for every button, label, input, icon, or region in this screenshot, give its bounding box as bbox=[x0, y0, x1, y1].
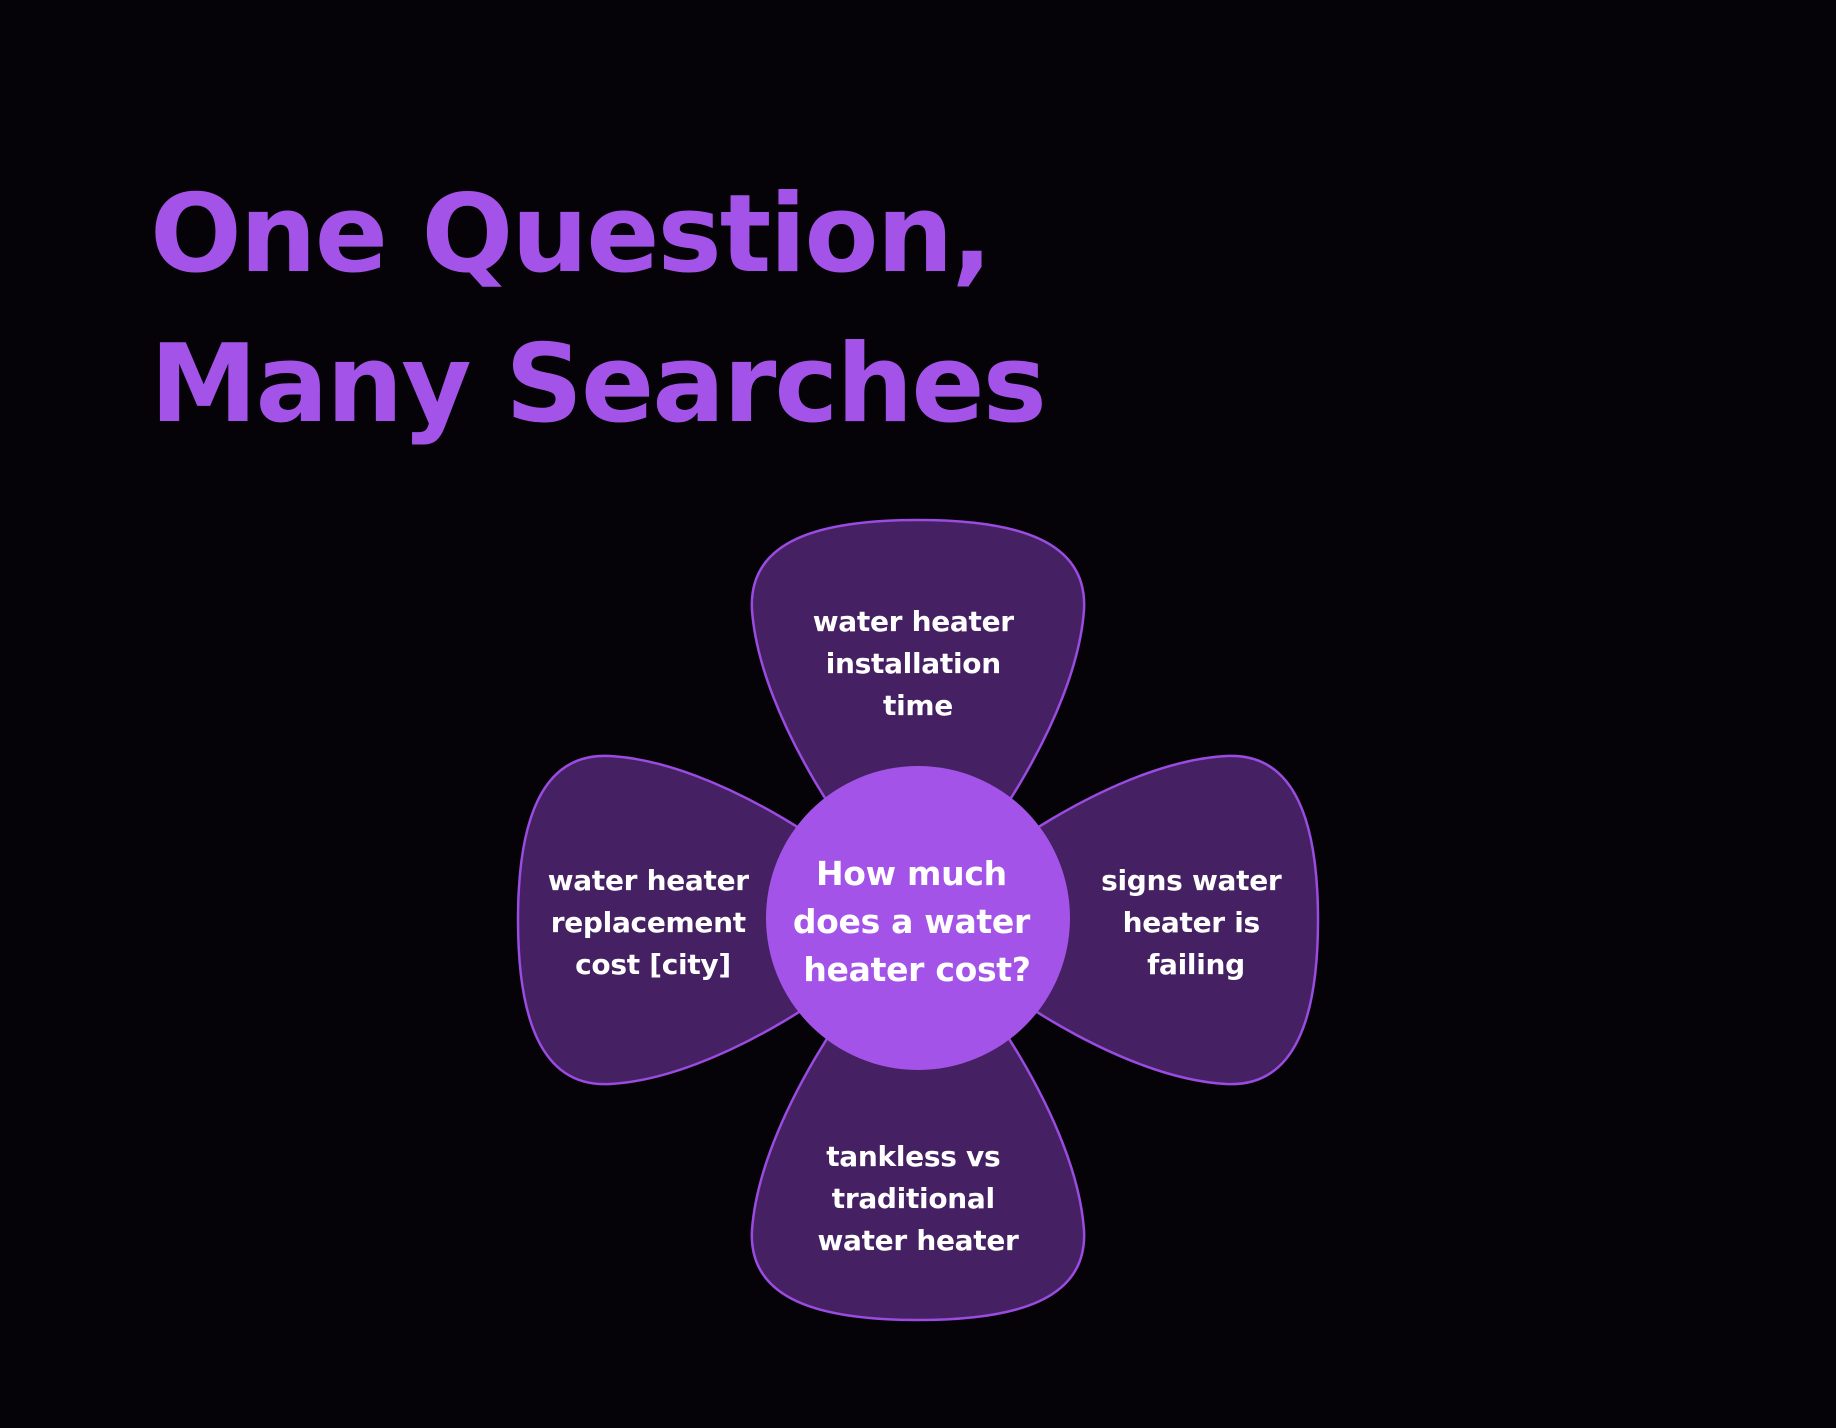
petal-top-line-1: water heater bbox=[813, 605, 1015, 638]
petal-right-line-1: signs water bbox=[1101, 864, 1282, 897]
petal-left-shape bbox=[516, 754, 920, 1086]
petal-right-shape bbox=[916, 754, 1320, 1086]
title-line-2: Many Searches bbox=[150, 322, 1047, 447]
petal-right-label: signs water heater is failing bbox=[1101, 864, 1291, 981]
hub-line-2: does a water bbox=[793, 902, 1031, 941]
petal-right-line-2: heater is bbox=[1123, 906, 1260, 939]
petal-bottom-line-2: traditional bbox=[832, 1182, 995, 1215]
hub-question: How much does a water heater cost? bbox=[793, 854, 1041, 989]
page-title: One Question, Many Searches bbox=[150, 160, 1047, 460]
title-line-1: One Question, bbox=[150, 172, 993, 297]
petal-top: water heater installation time bbox=[750, 518, 1086, 922]
petal-left-label: water heater replacement cost [city] bbox=[548, 864, 759, 981]
petal-left: water heater replacement cost [city] bbox=[516, 754, 920, 1086]
petal-left-line-2: replacement bbox=[551, 906, 746, 939]
petal-bottom-line-1: tankless vs bbox=[826, 1140, 1000, 1173]
hub-line-3: heater cost? bbox=[803, 950, 1030, 989]
petal-top-line-2: installation bbox=[826, 647, 1001, 680]
petal-bottom: tankless vs traditional water heater bbox=[750, 918, 1086, 1322]
petal-top-line-3: time bbox=[883, 689, 953, 722]
petal-bottom-line-3: water heater bbox=[817, 1224, 1019, 1257]
petal-top-label: water heater installation time bbox=[813, 605, 1024, 722]
hub-line-1: How much bbox=[816, 854, 1007, 893]
petal-right: signs water heater is failing bbox=[916, 754, 1320, 1086]
petal-top-shape bbox=[750, 518, 1086, 922]
petal-bottom-label: tankless vs traditional water heater bbox=[817, 1140, 1019, 1257]
hub: How much does a water heater cost? bbox=[766, 766, 1070, 1070]
petal-left-line-3: cost [city] bbox=[575, 948, 731, 981]
petal-left-line-1: water heater bbox=[548, 864, 750, 897]
petal-right-line-3: failing bbox=[1147, 948, 1245, 981]
petal-bottom-shape bbox=[750, 918, 1086, 1322]
hub-circle bbox=[766, 766, 1070, 1070]
